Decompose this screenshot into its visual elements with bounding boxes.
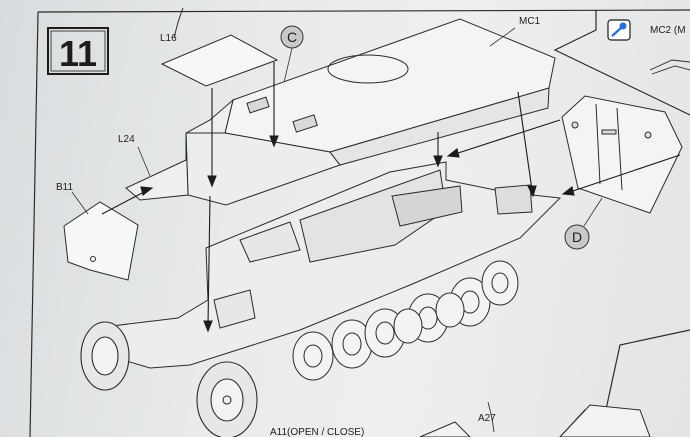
part-mc2-side-panel <box>561 95 683 214</box>
label-b11: B11 <box>56 182 73 193</box>
part-fragment-bottom-right <box>419 404 651 437</box>
part-b11-plate <box>63 201 139 281</box>
part-mc2-fragment <box>649 59 690 75</box>
label-a27: A27 <box>478 413 496 424</box>
callout-c-label: C <box>287 29 297 45</box>
label-l24: L24 <box>118 134 135 145</box>
callout-c: C <box>279 25 304 101</box>
front-tires <box>80 321 258 437</box>
label-l16: L16 <box>160 33 177 44</box>
assembly-arrows <box>101 62 681 333</box>
road-wheels <box>292 260 519 381</box>
part-lower-hull <box>82 161 562 369</box>
glue-tube-icon <box>607 19 631 41</box>
step-number: 11 <box>59 33 97 74</box>
step-number-box: 11 <box>47 27 109 75</box>
label-a11: A11(OPEN / CLOSE) <box>270 427 364 437</box>
label-mc1: MC1 <box>519 16 541 27</box>
callout-d-label: D <box>572 229 582 245</box>
part-mc1-upper-hull <box>125 18 556 206</box>
label-mc2: MC2 (M <box>650 25 686 36</box>
part-l16-plate <box>160 34 279 87</box>
callout-d: D <box>564 197 603 250</box>
